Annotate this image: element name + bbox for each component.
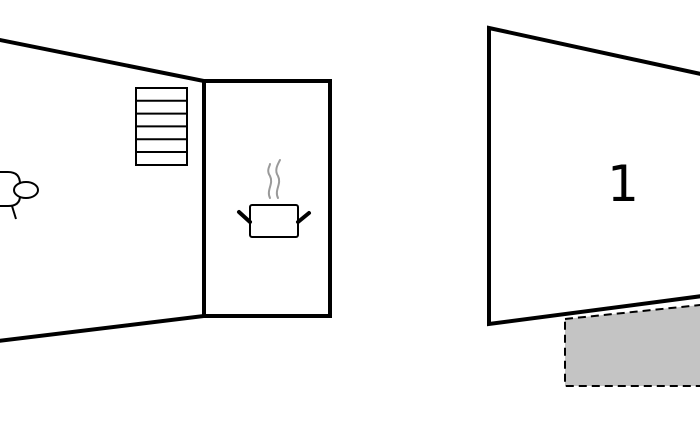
floor-number-label: 1: [607, 155, 639, 213]
cooking-pot-icon: [237, 204, 311, 238]
floor-panel: 1: [487, 25, 700, 387]
steam-icon: [267, 159, 281, 199]
staircase-icon: [135, 87, 188, 166]
armchair-icon: [0, 171, 39, 220]
room-view: [0, 37, 332, 343]
floor-panel-shape: [487, 25, 700, 327]
kitchen-wall: [202, 79, 332, 318]
floor-shadow: [564, 304, 700, 387]
